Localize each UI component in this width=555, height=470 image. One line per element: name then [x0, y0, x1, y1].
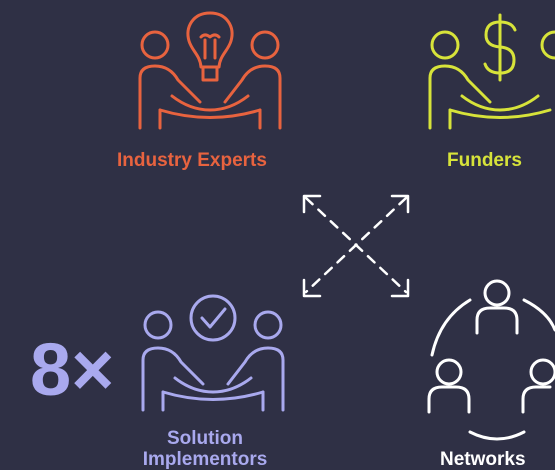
solution-implementors-label: Solution Implementors: [130, 428, 280, 470]
industry-experts-label: Industry Experts: [117, 150, 267, 171]
dollar-handshake-icon: [428, 13, 555, 130]
funders-label: Funders: [447, 150, 522, 171]
arrowhead-sw: [302, 278, 322, 298]
multiplier-badge: 8×: [30, 328, 115, 411]
arrow-line-ne-sw: [304, 196, 408, 294]
solution-implementors-label-line2: Implementors: [142, 449, 268, 470]
people-circle-icon: [427, 279, 555, 441]
solution-implementors-label-line1: Solution: [167, 428, 243, 449]
arrowhead-se: [390, 278, 410, 298]
exchange-arrows: [302, 194, 410, 298]
arrowhead-ne: [390, 194, 410, 214]
networks-label: Networks: [440, 449, 526, 470]
lightbulb-handshake-icon: [138, 11, 282, 130]
arrowhead-nw: [302, 194, 322, 214]
checkmark-handshake-icon: [141, 294, 285, 412]
